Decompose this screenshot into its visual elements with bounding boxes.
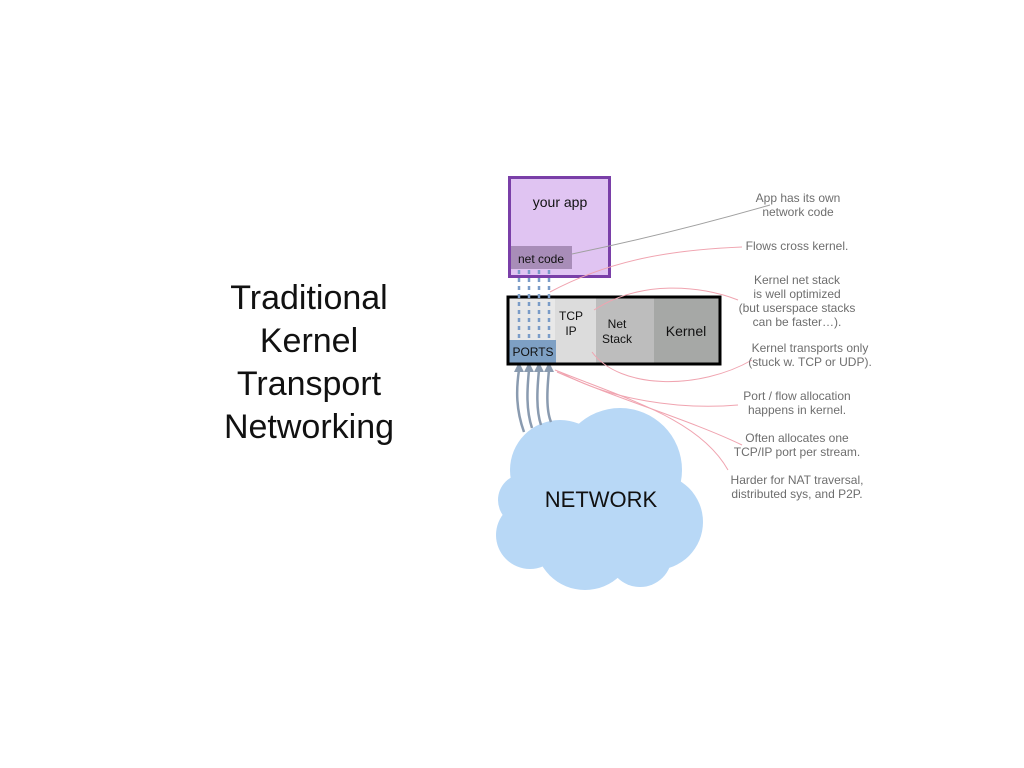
network-label: NETWORK <box>545 487 658 512</box>
note-kernel-stack-3: (but userspace stacks <box>739 301 856 315</box>
note-one-port-2: TCP/IP port per stream. <box>734 445 861 459</box>
ports-label: PORTS <box>512 345 553 359</box>
note-kernel-stack-2: is well optimized <box>753 287 840 301</box>
note-transports-only-2: (stuck w. TCP or UDP). <box>748 355 872 369</box>
note-transports-only-1: Kernel transports only <box>752 341 869 355</box>
net-code-label: net code <box>518 252 564 266</box>
title-line-3: Transport <box>237 365 382 403</box>
app-label: your app <box>533 194 588 210</box>
note-own-network-code-1: App has its own <box>756 191 841 205</box>
flow-arrows <box>515 369 553 433</box>
title-line-2: Kernel <box>260 322 358 360</box>
tcp-label: TCP <box>559 309 583 323</box>
network-cloud <box>496 408 703 590</box>
ip-label: IP <box>565 324 576 338</box>
note-port-allocation-2: happens in kernel. <box>748 403 846 417</box>
note-one-port-1: Often allocates one <box>745 431 849 445</box>
note-kernel-stack-4: can be faster…). <box>753 315 842 329</box>
net-code-box <box>511 246 572 269</box>
note-kernel-stack-1: Kernel net stack <box>754 273 841 287</box>
leader-lines <box>549 204 771 471</box>
note-nat-traversal-1: Harder for NAT traversal, <box>731 473 864 487</box>
arrow-heads <box>514 362 554 372</box>
kernel-label: Kernel <box>666 323 706 339</box>
note-nat-traversal-2: distributed sys, and P2P. <box>731 487 862 501</box>
note-flows-cross-kernel: Flows cross kernel. <box>746 239 849 253</box>
kernel-box <box>506 295 722 366</box>
note-port-allocation-1: Port / flow allocation <box>743 389 850 403</box>
note-own-network-code-2: network code <box>762 205 834 219</box>
net-label: Net <box>608 317 627 331</box>
ports-box <box>508 340 556 363</box>
title-line-4: Networking <box>224 408 394 446</box>
dashed-flows <box>517 270 551 342</box>
title-line-1: Traditional <box>230 279 387 317</box>
stack-label: Stack <box>602 332 633 346</box>
